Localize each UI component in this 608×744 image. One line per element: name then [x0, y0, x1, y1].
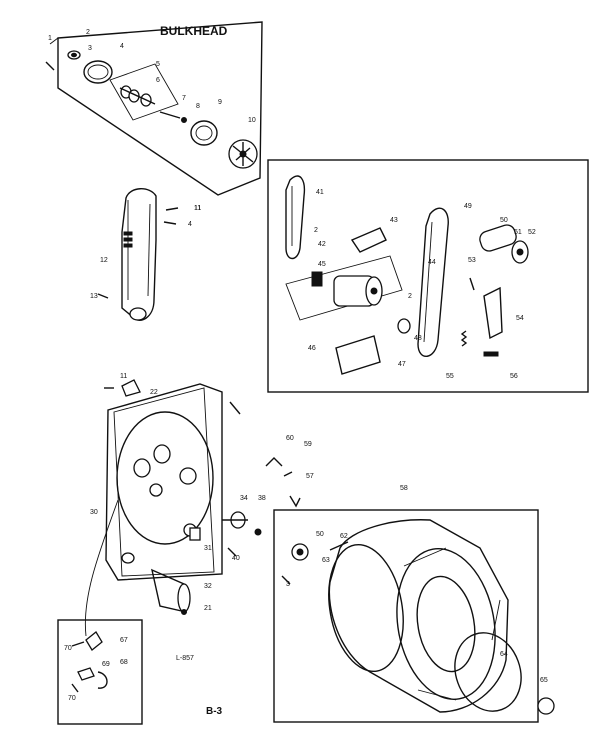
small-code: L-857	[176, 655, 194, 662]
part-label-46: 46	[308, 345, 316, 352]
part-label-30: 30	[90, 509, 98, 516]
part-label-6: 6	[156, 77, 160, 84]
part-label-50: 50	[500, 217, 508, 224]
wire-harness	[84, 499, 119, 637]
drum-belt	[417, 207, 449, 357]
part-label-64: 64	[500, 651, 508, 658]
part-label-55: 55	[446, 373, 454, 380]
part-label-1: 1	[48, 35, 52, 42]
part-label-62: 62	[340, 533, 348, 540]
idler-pulley	[479, 224, 529, 264]
bulkhead-pulley	[190, 120, 218, 146]
idler-bracket	[483, 286, 503, 340]
part-label-32: 32	[204, 583, 212, 590]
part-label-13: 13	[90, 293, 98, 300]
part-label-67: 67	[120, 637, 128, 644]
part-label-57: 57	[306, 473, 314, 480]
drum	[328, 519, 509, 713]
motor-bracket	[350, 227, 387, 253]
part-label-68: 68	[120, 659, 128, 666]
part-label-70: 70	[68, 695, 76, 702]
drum-panel	[273, 509, 555, 723]
bulkhead-panel: BULKHEAD	[45, 21, 263, 196]
part-label-4: 4	[188, 221, 192, 228]
part-label-9: 9	[218, 99, 222, 106]
bulkhead-frame	[84, 379, 262, 637]
part-label-3: 3	[286, 581, 290, 588]
part-label-38: 38	[258, 495, 266, 502]
idler-spring	[460, 330, 468, 347]
door-switch-parts	[265, 457, 301, 508]
part-label-53: 53	[468, 257, 476, 264]
part-label-52: 52	[528, 229, 536, 236]
part-label-50: 50	[316, 531, 324, 538]
bulkhead-title: BULKHEAD	[160, 24, 228, 38]
part-label-60: 60	[286, 435, 294, 442]
part-label-5: 5	[156, 61, 160, 68]
part-label-70: 70	[64, 645, 72, 652]
part-label-11: 11	[120, 373, 127, 380]
part-label-31: 31	[204, 545, 212, 552]
part-label-3: 3	[88, 45, 92, 52]
detail-inset	[57, 619, 143, 725]
air-duct	[121, 188, 157, 321]
bulkhead-nut	[67, 50, 81, 60]
part-label-45: 45	[318, 261, 326, 268]
drive-motor	[285, 255, 403, 321]
part-label-7: 7	[182, 95, 186, 102]
bulkhead-bearings	[119, 85, 156, 107]
motor-base-bracket	[335, 335, 381, 375]
drum-seal	[454, 632, 522, 712]
drive-belt	[285, 175, 306, 260]
part-label-4: 4	[120, 43, 124, 50]
page-number: B-3	[206, 706, 223, 717]
drum-front-ring	[396, 547, 496, 701]
part-label-51: 51	[514, 229, 522, 236]
part-label-12: 12	[100, 257, 108, 264]
frame-bracket	[121, 379, 141, 397]
part-label-34: 34	[240, 495, 248, 502]
part-label-44: 44	[428, 259, 436, 266]
part-label-56: 56	[510, 373, 518, 380]
part-label-48: 48	[414, 335, 422, 342]
bulkhead-fan	[228, 139, 258, 169]
part-label-11: 11	[194, 205, 201, 212]
part-label-42: 42	[318, 241, 326, 248]
part-label-47: 47	[398, 361, 406, 368]
part-label-40: 40	[232, 555, 240, 562]
part-label-41: 41	[316, 189, 324, 196]
part-label-59: 59	[304, 441, 312, 448]
motor-belt-panel	[267, 159, 589, 393]
part-label-49: 49	[464, 203, 472, 210]
part-label-2: 2	[408, 293, 412, 300]
part-label-63: 63	[322, 557, 330, 564]
part-label-69: 69	[102, 661, 110, 668]
part-label-8: 8	[196, 103, 200, 110]
part-label-11: 11	[194, 205, 201, 212]
bulkhead-bearing-ring	[83, 60, 113, 84]
air-duct-assembly	[97, 188, 179, 321]
part-label-58: 58	[400, 485, 408, 492]
part-label-22: 22	[150, 389, 158, 396]
bulkhead-opening	[116, 411, 214, 545]
part-label-43: 43	[390, 217, 398, 224]
part-label-2: 2	[314, 227, 318, 234]
part-label-2: 2	[86, 29, 90, 36]
part-label-21: 21	[204, 605, 212, 612]
part-label-10: 10	[248, 117, 256, 124]
part-label-54: 54	[516, 315, 524, 322]
part-label-65: 65	[540, 677, 548, 684]
